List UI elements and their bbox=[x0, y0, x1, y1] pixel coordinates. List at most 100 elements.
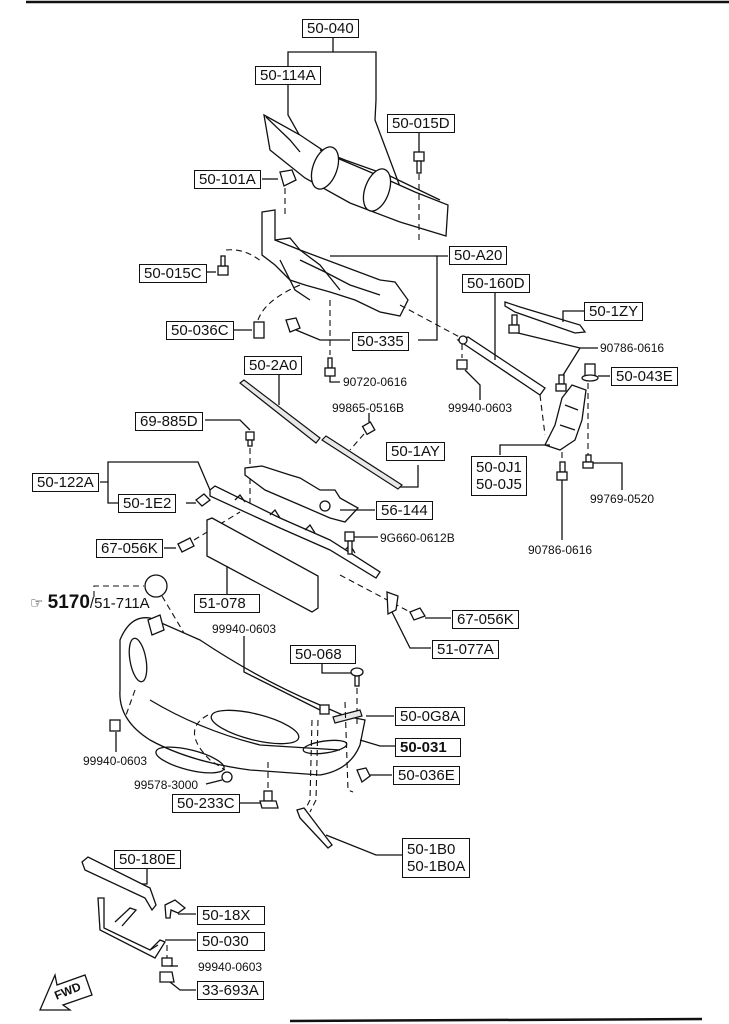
dashed-guide-left-nut bbox=[124, 689, 136, 719]
label-50-180E[interactable]: 50-180E bbox=[114, 850, 181, 869]
dashed-guide-50-1B0 bbox=[303, 719, 313, 813]
bracket-51-077A bbox=[386, 591, 399, 616]
label-50-036C[interactable]: 50-036C bbox=[166, 321, 234, 340]
clip-67-056K-right bbox=[409, 607, 426, 621]
label-50-043E[interactable]: 50-043E bbox=[611, 367, 678, 386]
clip-67-056K-left bbox=[177, 537, 195, 553]
nut-50-036C bbox=[253, 321, 265, 339]
nut-99940-0603-bottom bbox=[161, 957, 173, 967]
leader-50-1ZY bbox=[562, 310, 584, 322]
label-99940-0603-strut[interactable]: 99940-0603 bbox=[448, 401, 513, 415]
leader-50-068 bbox=[321, 663, 352, 674]
leader-33-693A bbox=[169, 981, 196, 991]
label-50-2A0[interactable]: 50-2A0 bbox=[244, 356, 303, 375]
label-50-0J1-0J5[interactable]: 50-0J1 50-0J5 bbox=[471, 456, 527, 496]
reference-5170[interactable]: ☞ 5170/51-711A bbox=[30, 592, 150, 614]
dashed-guide-99865 bbox=[349, 433, 365, 451]
trim-50-1B0 bbox=[296, 807, 333, 849]
reference-section: 5170 bbox=[47, 592, 90, 613]
bumper-cover-50-031 bbox=[119, 614, 366, 776]
leader-50-1B0 bbox=[325, 834, 402, 856]
seal-50-1AY bbox=[321, 435, 403, 490]
leader-99940-0603-strut bbox=[464, 369, 481, 400]
label-50-0G8A[interactable]: 50-0G8A bbox=[395, 707, 466, 726]
label-51-078[interactable]: 51-078 bbox=[194, 594, 260, 613]
leader-50-1E2-bracket bbox=[100, 481, 118, 504]
leader-99769-0520 bbox=[593, 462, 623, 490]
label-67-056K-left[interactable]: 67-056K bbox=[96, 539, 163, 558]
label-99578-3000[interactable]: 99578-3000 bbox=[134, 778, 199, 792]
label-50-160D[interactable]: 50-160D bbox=[462, 274, 530, 293]
clip-50-101A bbox=[279, 169, 297, 187]
leader-51-077A bbox=[391, 611, 431, 649]
label-50-030[interactable]: 50-030 bbox=[197, 932, 265, 951]
dashed-guide-015C bbox=[225, 249, 263, 263]
label-56-144[interactable]: 56-144 bbox=[376, 501, 433, 520]
label-50-015D[interactable]: 50-015D bbox=[387, 114, 455, 133]
label-90786-0616-bottom[interactable]: 90786-0616 bbox=[528, 543, 593, 557]
label-50-015C[interactable]: 50-015C bbox=[139, 264, 207, 283]
dashed-guide-strut bbox=[399, 304, 466, 341]
brace-50-1ZY bbox=[504, 301, 587, 334]
bolt-90786-0616-mid bbox=[555, 374, 567, 392]
brace-50-160D bbox=[456, 335, 546, 396]
shield-plate-56-144 bbox=[244, 465, 360, 523]
label-51-077A[interactable]: 51-077A bbox=[432, 640, 499, 659]
label-99940-0603-bottom[interactable]: 99940-0603 bbox=[198, 960, 263, 974]
label-90786-0616-top[interactable]: 90786-0616 bbox=[600, 341, 665, 355]
bolt-90720-0616 bbox=[324, 357, 336, 377]
trim-50-180E bbox=[81, 856, 157, 912]
label-50-122A[interactable]: 50-122A bbox=[32, 473, 99, 492]
label-50-114A[interactable]: 50-114A bbox=[255, 66, 321, 85]
label-50-18X[interactable]: 50-18X bbox=[197, 906, 265, 925]
forward-arrow-icon bbox=[39, 972, 93, 1011]
leader-69-885D bbox=[205, 419, 251, 431]
bolt-50-015D bbox=[413, 151, 425, 174]
bolt-50-015C bbox=[217, 255, 229, 276]
label-99940-0603-left[interactable]: 99940-0603 bbox=[83, 754, 148, 768]
emblem-51-711A bbox=[144, 574, 168, 598]
label-50-1AY[interactable]: 50-1AY bbox=[386, 442, 445, 461]
label-50-101A[interactable]: 50-101A bbox=[194, 170, 261, 189]
label-99769-0520[interactable]: 99769-0520 bbox=[590, 492, 655, 506]
label-50-031[interactable]: 50-031 bbox=[395, 738, 461, 757]
leader-99578-3000 bbox=[205, 779, 223, 785]
label-50-040[interactable]: 50-040 bbox=[302, 19, 359, 38]
dashed-guide-50-1B0-2 bbox=[309, 719, 319, 813]
screw-50-1E2 bbox=[195, 493, 211, 507]
label-50-1E2[interactable]: 50-1E2 bbox=[118, 494, 177, 513]
clip-69-885D bbox=[245, 431, 255, 447]
label-50-1B0-1B0A[interactable]: 50-1B0 50-1B0A bbox=[402, 838, 471, 878]
label-50-335[interactable]: 50-335 bbox=[352, 332, 409, 351]
bolt-90786-0616-top bbox=[508, 314, 520, 334]
label-50-A20[interactable]: 50-A20 bbox=[449, 246, 508, 265]
label-50-036E[interactable]: 50-036E bbox=[393, 766, 460, 785]
grommet-50-043E bbox=[581, 363, 599, 382]
label-67-056K-right[interactable]: 67-056K bbox=[452, 610, 519, 629]
bolt-90786-0616-bottom bbox=[556, 461, 568, 481]
label-50-0J5: 50-0J5 bbox=[476, 476, 522, 493]
leader-50-1AY bbox=[400, 465, 419, 488]
label-33-693A[interactable]: 33-693A bbox=[197, 981, 264, 1000]
nut-99940-0603-strut bbox=[456, 359, 468, 370]
label-50-0J1: 50-0J1 bbox=[476, 459, 522, 476]
label-99865-0516B[interactable]: 99865-0516B bbox=[332, 401, 405, 415]
nut-99940-0603-left bbox=[109, 719, 121, 732]
reference-part: /51-711A bbox=[89, 595, 150, 612]
clip-50-335 bbox=[285, 317, 301, 333]
dashed-guide-67-056K-right bbox=[339, 574, 411, 613]
grille-panel-51-078 bbox=[206, 517, 319, 613]
label-9G660-0612B[interactable]: 9G660-0612B bbox=[380, 531, 455, 545]
bracket-50-18X bbox=[164, 899, 187, 919]
leader-90786-0616-top bbox=[517, 332, 598, 349]
label-69-885D[interactable]: 69-885D bbox=[135, 412, 203, 431]
label-50-1B0: 50-1B0 bbox=[407, 841, 456, 858]
label-50-068[interactable]: 50-068 bbox=[290, 645, 356, 664]
label-50-233C[interactable]: 50-233C bbox=[172, 794, 240, 813]
leader-50-031 bbox=[359, 739, 395, 747]
label-50-1ZY[interactable]: 50-1ZY bbox=[584, 302, 644, 321]
leader-50-040 bbox=[287, 37, 406, 201]
label-90720-0616[interactable]: 90720-0616 bbox=[343, 375, 408, 389]
label-99940-0603-mid[interactable]: 99940-0603 bbox=[212, 622, 277, 636]
